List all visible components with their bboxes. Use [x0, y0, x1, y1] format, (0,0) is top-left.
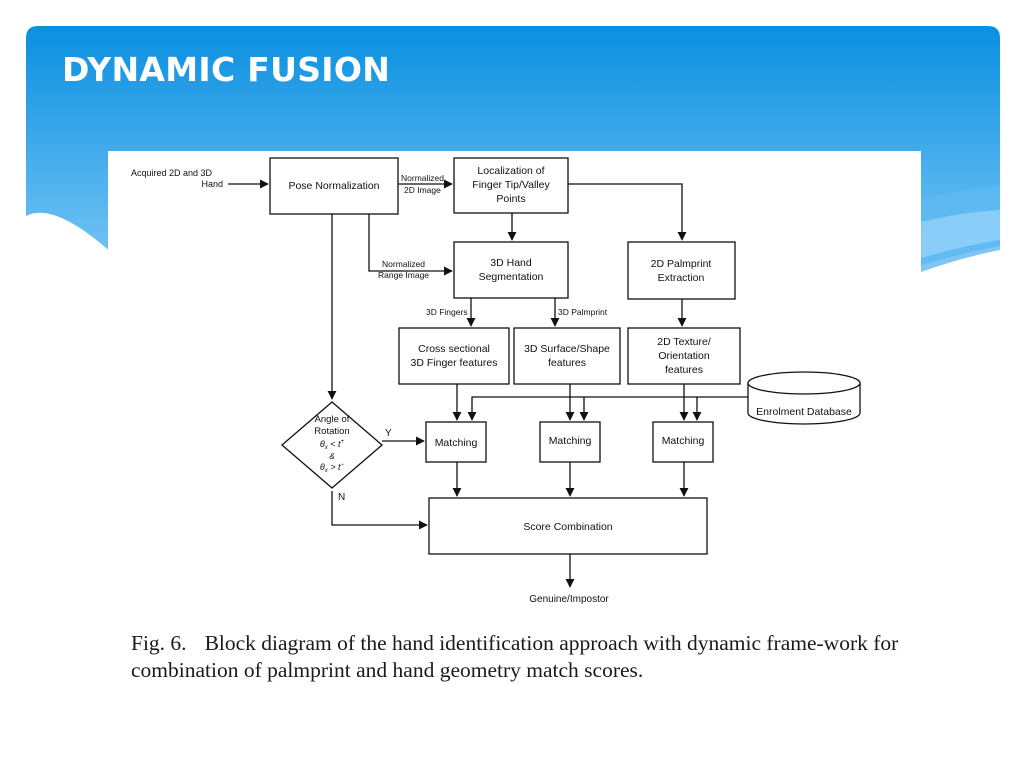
caption-label: Fig. 6. [131, 631, 187, 655]
matching-label-2: Matching [549, 435, 592, 447]
cross-sectional-label-2: 3D Finger features [411, 357, 498, 369]
palmprint-extraction-label-2: Extraction [658, 272, 705, 284]
edge-label-normalized-range-1: Normalized [382, 259, 425, 269]
texture-label-2: Orientation [658, 350, 710, 362]
decision-label-1: Angle of [315, 414, 350, 425]
surface-shape-label-2: features [548, 357, 586, 369]
block-diagram: Acquired 2D and 3D Hand Pose Normalizati… [131, 157, 861, 605]
caption-text: Block diagram of the hand identification… [131, 631, 899, 682]
matching-label-1: Matching [435, 437, 478, 449]
matching-box-2 [539, 421, 601, 463]
arrow-pose-segmentation [368, 214, 453, 276]
cross-sectional-box [398, 327, 510, 385]
output-label: Genuine/Impostor [529, 594, 609, 605]
surface-shape-label-1: 3D Surface/Shape [524, 343, 610, 355]
edge-label-3d-fingers: 3D Fingers [426, 307, 468, 317]
decision-label-2: Rotation [314, 426, 349, 437]
angle-of-rotation-decision [281, 401, 383, 489]
condition-line-3: θx > t− [320, 462, 345, 474]
edge-label-yes: Y [385, 428, 392, 439]
score-combination-box [428, 497, 708, 555]
arrow-decision-no [331, 491, 428, 530]
condition-line-2: & [329, 452, 334, 461]
texture-label-1: 2D Texture/ [657, 336, 711, 348]
input-label-2: Hand [201, 179, 223, 189]
pose-normalization-label: Pose Normalization [288, 180, 379, 192]
arrow-localization-palmprint [568, 183, 687, 241]
input-label-1: Acquired 2D and 3D [131, 168, 213, 178]
diagram-connectors [228, 179, 748, 588]
localization-label-1: Localization of [477, 165, 544, 177]
localization-label-3: Points [496, 193, 525, 205]
surface-shape-box [513, 327, 621, 385]
arrow-database-matching-1 [467, 396, 748, 421]
segmentation-label-1: 3D Hand [490, 257, 532, 269]
palmprint-extraction-box [627, 241, 736, 300]
score-combination-label: Score Combination [523, 521, 612, 533]
edge-label-3d-palmprint: 3D Palmprint [558, 307, 608, 317]
slide-title: DYNAMIC FUSION [62, 50, 391, 89]
enrolment-database [747, 371, 861, 425]
cross-sectional-label-1: Cross sectional [418, 343, 490, 355]
figure-caption: Fig. 6.Block diagram of the hand identif… [131, 630, 921, 684]
texture-label-3: features [665, 364, 703, 376]
condition-line-1: θx < t+ [320, 439, 345, 451]
segmentation-label-2: Segmentation [479, 271, 544, 283]
segmentation-box [453, 241, 569, 299]
palmprint-extraction-label-1: 2D Palmprint [651, 258, 712, 270]
edge-label-no: N [338, 492, 345, 503]
localization-box [453, 157, 569, 214]
enrolment-database-label: Enrolment Database [756, 406, 852, 418]
matching-box-3 [652, 421, 714, 463]
edge-label-normalized-range-2: Range Image [378, 270, 429, 280]
edge-label-normalized-2d-2: 2D Image [404, 185, 441, 195]
edge-label-normalized-2d-1: Normalized [401, 173, 444, 183]
matching-box-1 [425, 421, 487, 463]
matching-label-3: Matching [662, 435, 705, 447]
localization-label-2: Finger Tip/Valley [472, 179, 550, 191]
texture-box [627, 327, 741, 385]
pose-normalization-box [269, 157, 399, 215]
